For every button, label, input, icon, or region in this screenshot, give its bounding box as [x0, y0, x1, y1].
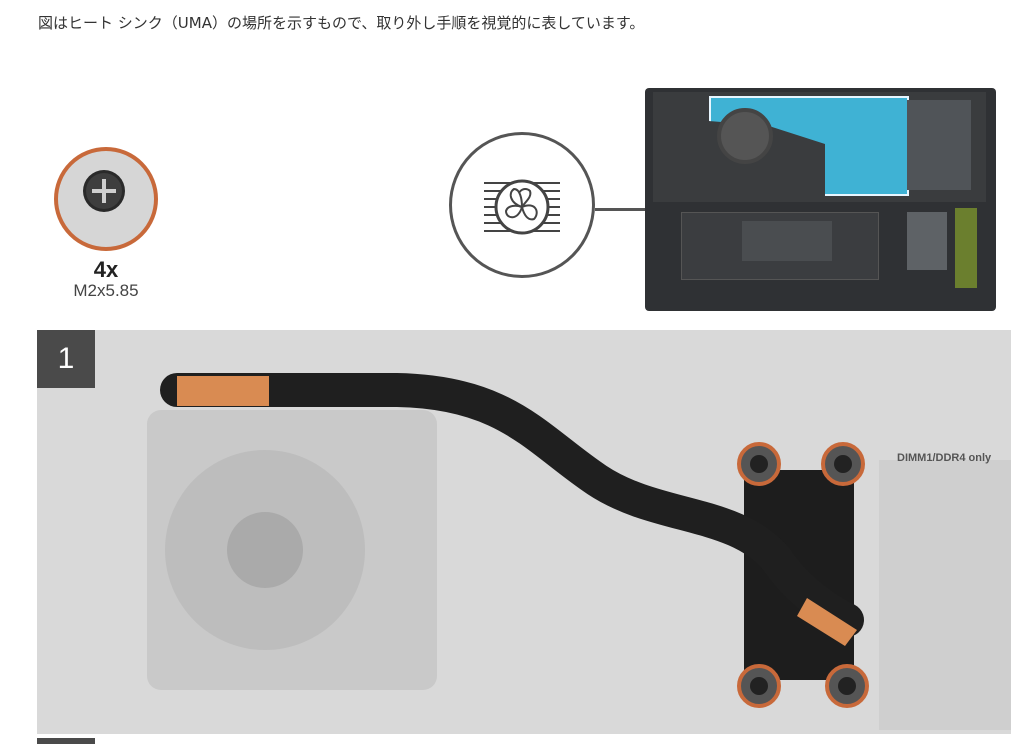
screw-count: 4x [93, 257, 119, 282]
heatpipe [160, 373, 864, 646]
screw-icon [737, 442, 781, 486]
screw-icon [821, 442, 865, 486]
overview-ram [907, 100, 971, 190]
screw-icon [825, 664, 869, 708]
screw-icon [54, 147, 158, 251]
overview-photo [645, 88, 996, 311]
ram-slot-area [879, 460, 1011, 730]
step-photo: DIMM1/DDR4 only [37, 330, 1011, 734]
screw-callout: 4x M2x5.85 [50, 147, 162, 301]
next-step-tab [37, 738, 95, 744]
caption: 図はヒート シンク（UMA）の場所を示すもので、取り外し手順を視覚的に表していま… [38, 14, 645, 32]
overview-ssd [955, 208, 977, 288]
screw-icon [737, 664, 781, 708]
fan-heatsink-icon [449, 132, 595, 278]
overview-battery [681, 212, 879, 280]
ram-slot-label: DIMM1/DDR4 only [897, 452, 992, 464]
step-number: 1 [37, 330, 95, 388]
overview-fan [717, 108, 773, 164]
fan-hub [227, 512, 303, 588]
screw-type: M2x5.85 [73, 281, 139, 300]
